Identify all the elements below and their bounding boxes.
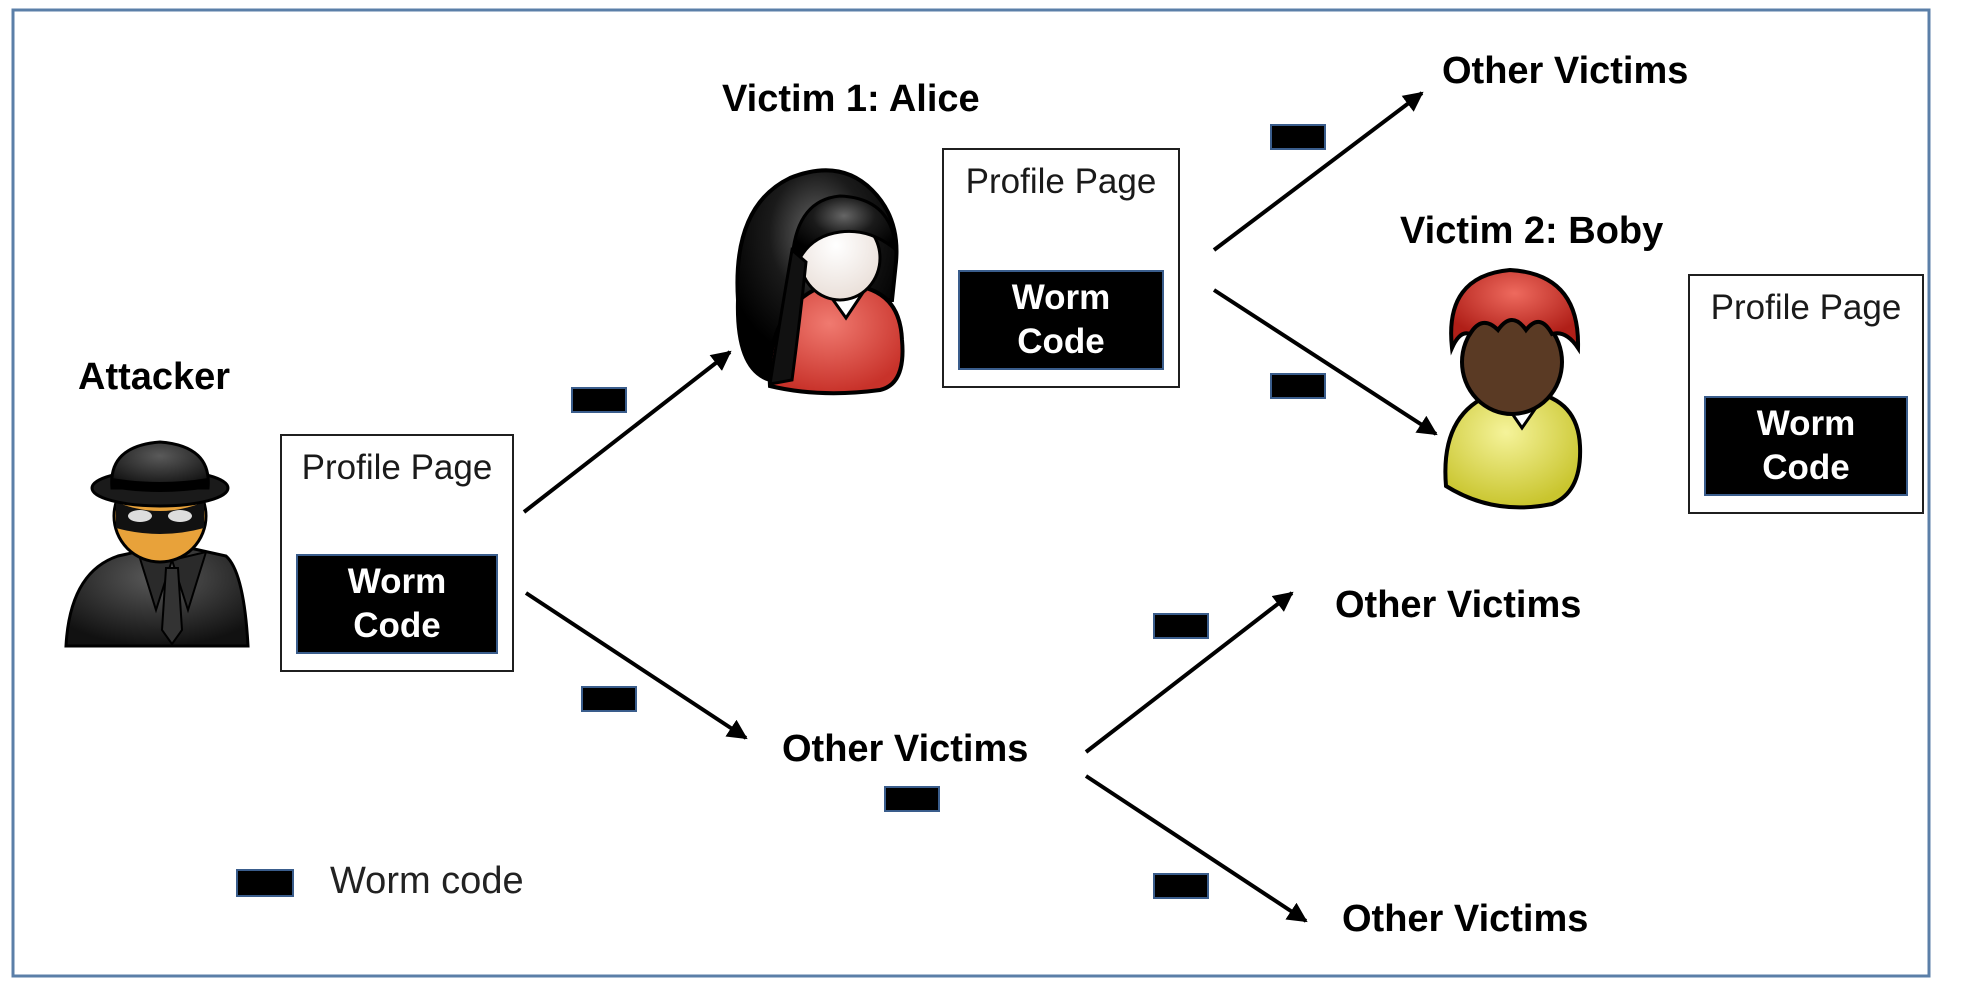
worm-code-line2: Code [353,606,441,645]
worm-code-line1: Worm [1011,278,1111,317]
legend-label: Worm code [330,860,524,902]
worm-chip-attacker-alice [571,387,627,413]
arrow-alice-to-other [1212,91,1424,252]
boby-avatar-icon [1443,267,1583,510]
arrow-attacker-to-alice [522,350,732,514]
worm-code-line2: Code [1762,448,1850,487]
worm-chip-alice-other [1270,124,1326,150]
victim1-label: Victim 1: Alice [722,78,980,120]
worm-code-block: Worm Code [958,270,1164,370]
arrow-alice-to-boby [1212,288,1438,436]
legend-worm-chip [236,869,294,897]
arrow-other-to-other-lower [1084,774,1308,923]
arrow-attacker-to-other [524,591,748,740]
victim2-label: Victim 2: Boby [1400,210,1664,252]
worm-code-block: Worm Code [1704,396,1908,496]
other-victims-lower-label: Other Victims [1335,584,1582,626]
alice-avatar-icon [735,168,905,396]
other-victims-bottom-label: Other Victims [1342,898,1589,940]
attacker-profile-page: Profile Page Worm Code [280,434,514,672]
alice-profile-page: Profile Page Worm Code [942,148,1180,388]
worm-chip-other-lower [1153,873,1209,899]
worm-code-line1: Worm [347,562,447,601]
other-victims-middle-label: Other Victims [782,728,1029,770]
worm-chip-alice-boby [1270,373,1326,399]
boby-profile-page: Profile Page Worm Code [1688,274,1924,514]
other-victims-top-label: Other Victims [1442,50,1689,92]
spy-icon [64,440,250,648]
worm-code-line1: Worm [1756,404,1856,443]
diagram-frame [11,8,1931,978]
profile-page-title: Profile Page [301,448,493,487]
profile-page-title: Profile Page [1710,288,1902,327]
worm-chip-other-middle [884,786,940,812]
worm-chip-attacker-other [581,686,637,712]
attacker-label: Attacker [78,356,231,398]
arrow-other-to-other-upper [1084,591,1294,754]
profile-page-title: Profile Page [965,162,1157,201]
worm-code-line2: Code [1017,322,1105,361]
worm-chip-other-upper [1153,613,1209,639]
worm-code-block: Worm Code [296,554,498,654]
